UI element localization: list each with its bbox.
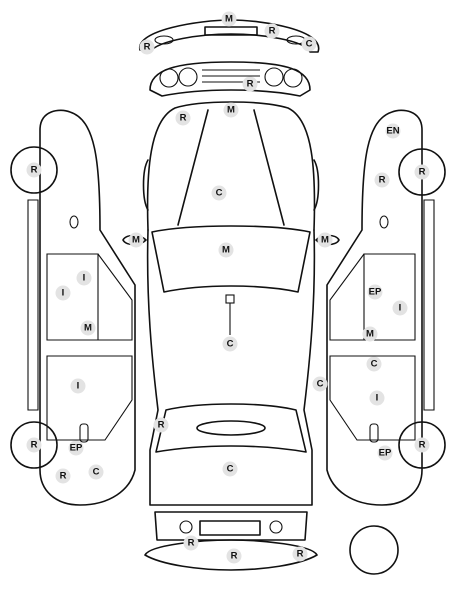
marker-left-rear-c[interactable]: C (88, 464, 104, 480)
marker-right-front-door-ep[interactable]: EP (367, 284, 383, 300)
marker-hood-c[interactable]: C (211, 185, 227, 201)
spare-wheel[interactable] (349, 525, 399, 575)
marker-left-front-wheel-r[interactable]: R (26, 162, 42, 178)
svg-text:C: C (317, 379, 324, 390)
svg-text:I: I (83, 273, 86, 284)
svg-text:C: C (227, 464, 234, 475)
svg-text:M: M (132, 235, 140, 246)
marker-grille-r[interactable]: R (242, 76, 258, 92)
svg-text:R: R (180, 113, 187, 124)
marker-front-bumper-r-left[interactable]: R (139, 39, 155, 55)
svg-text:M: M (227, 105, 235, 116)
car-body-top[interactable] (142, 101, 320, 506)
marker-left-rear-ep[interactable]: EP (68, 440, 84, 456)
svg-text:C: C (216, 188, 223, 199)
svg-text:I: I (376, 393, 379, 404)
svg-text:EP: EP (369, 287, 382, 298)
svg-text:R: R (231, 551, 238, 562)
marker-left-front-door-i-a[interactable]: I (76, 270, 92, 286)
marker-right-front-r[interactable]: R (374, 172, 390, 188)
svg-text:EP: EP (379, 448, 392, 459)
svg-text:R: R (419, 440, 426, 451)
marker-right-rear-door-c[interactable]: C (366, 356, 382, 372)
marker-hood-m[interactable]: M (223, 102, 239, 118)
svg-text:R: R (60, 471, 67, 482)
marker-right-front-en[interactable]: EN (385, 123, 401, 139)
marker-right-side-c[interactable]: C (312, 376, 328, 392)
marker-mirror-left-m[interactable]: M (128, 232, 144, 248)
marker-left-rear-r[interactable]: R (55, 468, 71, 484)
svg-text:R: R (247, 79, 254, 90)
marker-mirror-right-m[interactable]: M (317, 232, 333, 248)
marker-right-rear-ep[interactable]: EP (377, 445, 393, 461)
svg-text:M: M (225, 14, 233, 25)
marker-right-front-door-i[interactable]: I (392, 300, 408, 316)
marker-right-rear-wheel-r[interactable]: R (414, 437, 430, 453)
svg-text:EN: EN (386, 126, 399, 137)
marker-rear-bumper-r-mid[interactable]: R (226, 548, 242, 564)
svg-text:R: R (188, 538, 195, 549)
svg-text:EP: EP (70, 443, 83, 454)
marker-hood-r[interactable]: R (175, 110, 191, 126)
marker-front-bumper-c[interactable]: C (301, 36, 317, 52)
svg-text:R: R (31, 440, 38, 451)
marker-roof-c[interactable]: C (222, 336, 238, 352)
marker-left-rear-door-i[interactable]: I (70, 378, 86, 394)
svg-text:R: R (297, 549, 304, 560)
svg-text:M: M (222, 245, 230, 256)
side-mirrors[interactable] (122, 234, 340, 246)
svg-text:M: M (84, 323, 92, 334)
marker-windshield-m[interactable]: M (218, 242, 234, 258)
damage-markers: M R R C R R M C M M M C R C R R R R I I … (26, 11, 430, 564)
svg-text:C: C (371, 359, 378, 370)
marker-trunk-r[interactable]: R (153, 417, 169, 433)
svg-text:R: R (144, 42, 151, 53)
marker-left-front-door-m[interactable]: M (80, 320, 96, 336)
svg-text:M: M (366, 329, 374, 340)
left-side[interactable] (10, 109, 136, 506)
svg-text:R: R (269, 26, 276, 37)
svg-text:R: R (419, 167, 426, 178)
marker-left-rear-wheel-r[interactable]: R (26, 437, 42, 453)
marker-right-front-door-m[interactable]: M (362, 326, 378, 342)
right-side[interactable] (326, 109, 446, 506)
svg-text:I: I (62, 288, 65, 299)
svg-text:I: I (399, 303, 402, 314)
rear-bumper[interactable] (144, 511, 318, 571)
marker-right-front-wheel-r[interactable]: R (414, 164, 430, 180)
marker-rear-bumper-r-right[interactable]: R (292, 546, 308, 562)
svg-text:M: M (321, 235, 329, 246)
svg-text:R: R (31, 165, 38, 176)
marker-trunk-c[interactable]: C (222, 461, 238, 477)
marker-left-front-door-i-b[interactable]: I (55, 285, 71, 301)
marker-right-rear-door-i[interactable]: I (369, 390, 385, 406)
svg-text:C: C (227, 339, 234, 350)
svg-text:C: C (93, 467, 100, 478)
marker-front-bumper-r-right[interactable]: R (264, 23, 280, 39)
svg-text:C: C (306, 39, 313, 50)
front-grille[interactable] (149, 61, 311, 97)
svg-text:R: R (158, 420, 165, 431)
svg-text:R: R (379, 175, 386, 186)
marker-rear-bumper-r-left[interactable]: R (183, 535, 199, 551)
marker-front-bumper-m[interactable]: M (221, 11, 237, 27)
svg-text:I: I (77, 381, 80, 392)
